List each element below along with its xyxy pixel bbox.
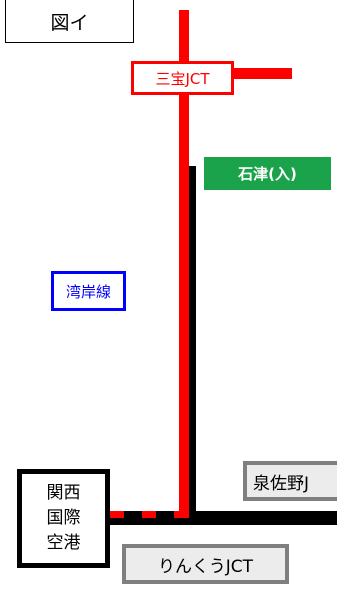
black-route-vertical <box>189 166 196 517</box>
sanpo-jct-label: 三宝JCT <box>131 61 234 95</box>
wangan-route-label: 湾岸線 <box>51 271 126 311</box>
red-dash-3 <box>174 511 189 518</box>
airport-line-3: 空港 <box>46 533 81 553</box>
kansai-airport-box: 関西 国際 空港 <box>17 469 110 568</box>
red-dash-1 <box>110 511 124 518</box>
rinku-jct-label: りんくうJCT <box>122 544 289 584</box>
red-route-branch <box>187 68 292 79</box>
red-route-vertical <box>179 10 189 518</box>
ishizu-ic-label: 石津(入) <box>204 157 331 190</box>
figure-title: 図イ <box>5 0 134 43</box>
black-route-horizontal <box>110 511 337 525</box>
airport-line-2: 国際 <box>46 508 81 528</box>
red-dash-2 <box>142 511 156 518</box>
airport-line-1: 関西 <box>46 483 81 503</box>
izumisano-label: 泉佐野J <box>243 461 337 501</box>
